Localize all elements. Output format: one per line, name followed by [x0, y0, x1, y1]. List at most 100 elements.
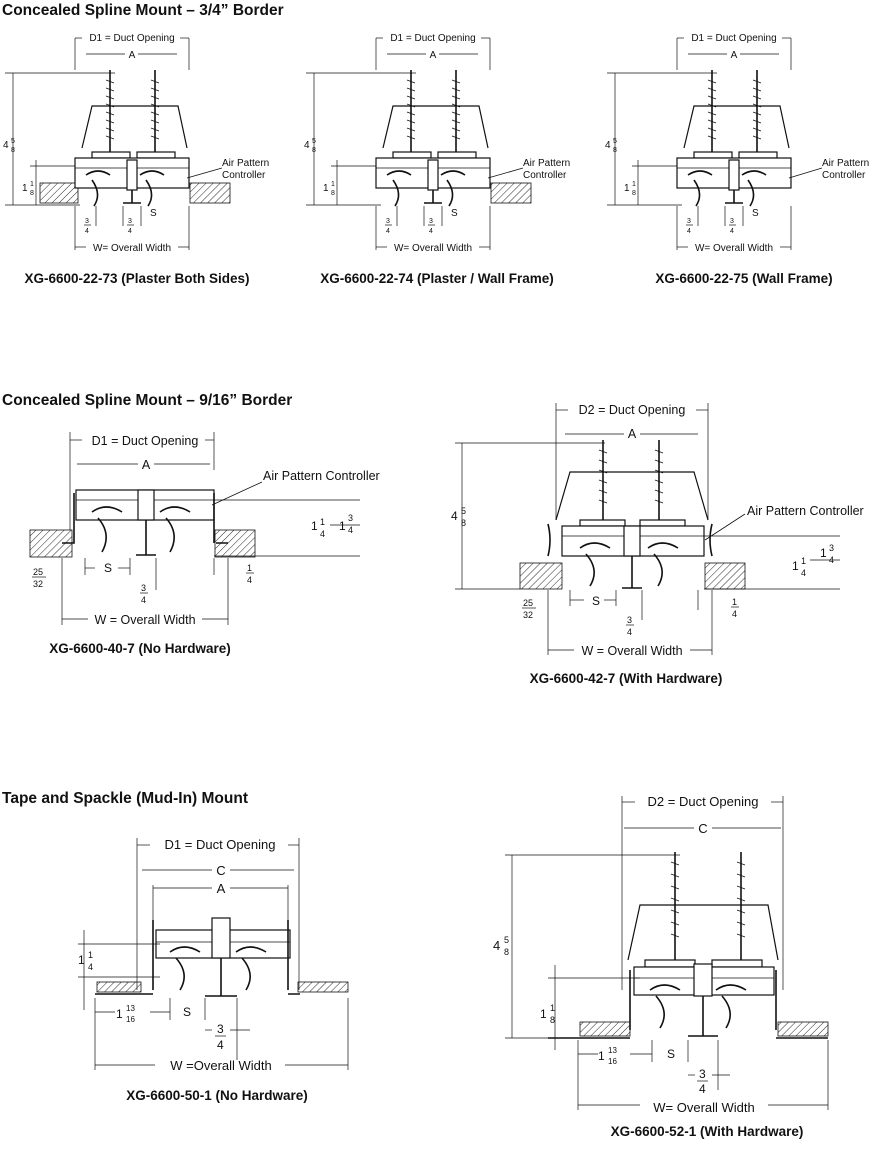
apc-label: Air Pattern Controller: [263, 469, 380, 483]
dim-frac-den: 4: [128, 228, 132, 235]
drawing-xg-6600-50-1: D1 = Duct Opening C A 1 1 4 1 13 16 S 3 …: [78, 837, 349, 1073]
dim-4-5-8-whole: 4: [493, 938, 500, 953]
dim-frac-num: 3: [429, 218, 433, 225]
dim-frac-den: 8: [11, 147, 15, 154]
dim-frac-den: 4: [88, 962, 93, 972]
dim-frac-num: 1: [732, 597, 737, 607]
dim-d1-label: D1 = Duct Opening: [165, 837, 276, 852]
drawing-xg-6600-22-73: D1 = Duct Opening A 4 5 8 1 1 8 Air Patt…: [3, 33, 269, 254]
dim-frac-den: 8: [312, 147, 316, 154]
dim-frac-num: 3: [217, 1022, 224, 1036]
dim-a-label: A: [628, 427, 637, 441]
section-title-spline-9-16: Concealed Spline Mount – 9/16” Border: [2, 392, 293, 409]
caption-xg-6600-22-73: XG-6600-22-73 (Plaster Both Sides): [24, 271, 250, 286]
dim-frac-num: 3: [687, 218, 691, 225]
dim-frac-den: 8: [30, 190, 34, 197]
dim-1-13-16-whole: 1: [116, 1007, 123, 1021]
dim-d1-label: D1 = Duct Opening: [691, 33, 776, 44]
dim-frac-den: 8: [613, 147, 617, 154]
dim-frac-num: 3: [85, 218, 89, 225]
dim-4-5-8-whole: 4: [3, 140, 9, 151]
dim-a-label: A: [129, 50, 136, 61]
dim-frac-num: 25: [33, 567, 43, 577]
dim-a-label: A: [731, 50, 738, 61]
dim-frac-num: 1: [247, 563, 252, 573]
dim-frac-den: 4: [320, 529, 325, 539]
dim-frac-num: 3: [386, 218, 390, 225]
dim-frac-num: 5: [613, 138, 617, 145]
caption-xg-6600-52-1: XG-6600-52-1 (With Hardware): [610, 1124, 804, 1139]
caption-xg-6600-42-7: XG-6600-42-7 (With Hardware): [529, 671, 723, 686]
dim-1-1-8-whole: 1: [323, 183, 329, 194]
dim-frac-num: 1: [88, 950, 93, 960]
dim-frac-num: 25: [523, 598, 533, 608]
dim-d2-label: D2 = Duct Opening: [648, 794, 759, 809]
dim-1-3-4-whole: 1: [820, 546, 827, 560]
dim-d1-label: D1 = Duct Opening: [89, 33, 174, 44]
drawing-xg-6600-52-1: D2 = Duct Opening C 4 5 8 1 1 8 1 13 16 …: [493, 794, 829, 1115]
dim-s-label: S: [104, 561, 112, 575]
apc-label: Air Pattern Controller: [747, 504, 864, 518]
drawing-xg-6600-22-74: D1 = Duct Opening A 4 5 8 1 1 8 Air Patt…: [304, 33, 570, 254]
dim-frac-den: 8: [331, 190, 335, 197]
dim-s-label: S: [667, 1047, 675, 1061]
dim-frac-den: 16: [126, 1015, 135, 1024]
dim-frac-num: 3: [829, 543, 834, 553]
dim-frac-num: 1: [320, 517, 325, 527]
drawing-xg-6600-42-7: D2 = Duct Opening A 4 5 8 Air Pattern Co…: [451, 403, 864, 658]
caption-xg-6600-40-7: XG-6600-40-7 (No Hardware): [49, 641, 231, 656]
dim-frac-num: 1: [331, 181, 335, 188]
dim-w-label: W= Overall Width: [653, 1100, 755, 1115]
dim-frac-den: 4: [348, 525, 353, 535]
dim-4-5-8-whole: 4: [304, 140, 310, 151]
dim-frac-num: 5: [312, 138, 316, 145]
dim-1-1-4-whole: 1: [792, 559, 799, 573]
apc-label-line2: Controller: [822, 170, 866, 181]
dim-frac-den: 8: [461, 518, 466, 528]
dim-frac-den: 4: [699, 1082, 706, 1096]
dim-a-label: A: [430, 50, 437, 61]
dim-s-label: S: [592, 594, 600, 608]
dim-frac-num: 5: [504, 935, 509, 945]
dim-frac-num: 13: [126, 1004, 135, 1013]
dim-frac-den: 4: [829, 555, 834, 565]
apc-label-line1: Air Pattern: [822, 158, 869, 169]
dim-frac-num: 3: [627, 615, 632, 625]
dim-1-13-16-whole: 1: [598, 1049, 605, 1063]
dim-frac-num: 5: [461, 506, 466, 516]
caption-xg-6600-22-74: XG-6600-22-74 (Plaster / Wall Frame): [320, 271, 554, 286]
dim-frac-num: 3: [730, 218, 734, 225]
dim-w-label: W = Overall Width: [94, 613, 195, 627]
dim-1-1-4-whole: 1: [311, 519, 318, 533]
dim-frac-num: 1: [801, 556, 806, 566]
section-title-spline-3-4: Concealed Spline Mount – 3/4” Border: [2, 2, 284, 19]
section-title-mud-in: Tape and Spackle (Mud-In) Mount: [2, 790, 248, 807]
dim-frac-num: 3: [699, 1067, 706, 1081]
dim-frac-den: 4: [687, 228, 691, 235]
dim-frac-den: 4: [627, 627, 632, 637]
dim-frac-num: 3: [128, 218, 132, 225]
dim-frac-num: 13: [608, 1046, 617, 1055]
apc-label-line1: Air Pattern: [523, 158, 570, 169]
dim-d1-label: D1 = Duct Opening: [92, 434, 199, 448]
dim-w-label: W= Overall Width: [695, 243, 773, 254]
dim-frac-den: 4: [85, 228, 89, 235]
dim-w-label: W = Overall Width: [581, 644, 682, 658]
dim-frac-den: 4: [801, 568, 806, 578]
apc-label-line1: Air Pattern: [222, 158, 269, 169]
dim-frac-num: 3: [348, 513, 353, 523]
dim-1-3-4-whole: 1: [339, 519, 346, 533]
dim-frac-num: 5: [11, 138, 15, 145]
dim-s-label: S: [752, 208, 759, 219]
dim-w-label: W= Overall Width: [93, 243, 171, 254]
caption-xg-6600-50-1: XG-6600-50-1 (No Hardware): [126, 1088, 308, 1103]
dim-frac-num: 1: [632, 181, 636, 188]
dim-1-1-8-whole: 1: [22, 183, 28, 194]
dim-frac-den: 8: [504, 947, 509, 957]
dim-d1-label: D1 = Duct Opening: [390, 33, 475, 44]
dim-frac-den: 4: [386, 228, 390, 235]
dim-frac-den: 8: [632, 190, 636, 197]
apc-label-line2: Controller: [523, 170, 567, 181]
apc-label-line2: Controller: [222, 170, 266, 181]
